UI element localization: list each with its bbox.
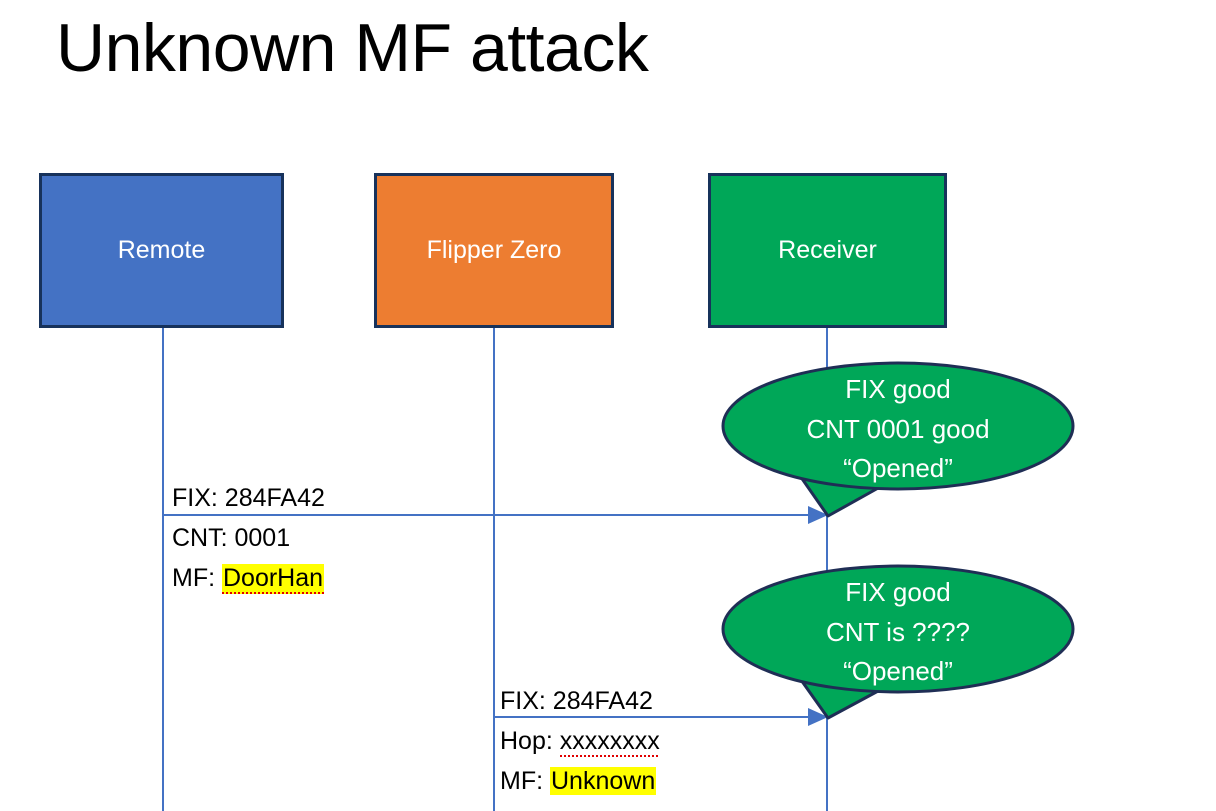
callout-line: “Opened” (843, 656, 953, 687)
callout-body-first (721, 361, 1075, 491)
arrowhead-remote-to-receiver (808, 506, 828, 524)
message-value: 0001 (234, 524, 291, 552)
message-label: Hop: (500, 727, 560, 755)
actor-box-flipper[interactable]: Flipper Zero (374, 173, 614, 328)
actor-label-flipper: Flipper Zero (426, 236, 562, 264)
message-value: 284FA42 (224, 484, 325, 512)
callout-line: “Opened” (843, 453, 953, 484)
callout-text-first: FIX good CNT 0001 good “Opened” (723, 370, 1073, 489)
callout-bubble-second (721, 564, 1075, 720)
message-value: 284FA42 (552, 687, 653, 715)
message-label: MF: (172, 564, 222, 592)
message-label: MF: (500, 767, 550, 795)
message-line: MF: DoorHan (172, 558, 325, 598)
message-value-spellchecked: xxxxxxxx (559, 727, 660, 757)
callout-body-second (721, 564, 1075, 694)
message-line: Hop: xxxxxxxx (500, 721, 660, 761)
message-line: FIX: 284FA42 (500, 681, 660, 721)
message-label: FIX: (172, 484, 225, 512)
callout-bubble-first (721, 361, 1075, 518)
message-line: FIX: 284FA42 (172, 478, 325, 518)
actor-label-remote: Remote (117, 236, 206, 264)
actor-label-receiver: Receiver (778, 236, 877, 264)
callout-line: FIX good (845, 577, 951, 607)
arrowhead-flipper-to-receiver (808, 708, 828, 726)
message-line: MF: Unknown (500, 761, 660, 801)
callout-line: CNT 0001 good (806, 413, 990, 444)
page-title: Unknown MF attack (56, 10, 649, 86)
callout-line: FIX good (845, 374, 951, 404)
actor-box-receiver[interactable]: Receiver (708, 173, 947, 328)
callout-text-second: FIX good CNT is ???? “Opened” (723, 573, 1073, 692)
callout-line: CNT is ???? (825, 616, 971, 647)
message-label: CNT: (172, 524, 235, 552)
message-label: FIX: (500, 687, 553, 715)
message-labels-flipper-to-receiver: FIX: 284FA42 Hop: xxxxxxxx MF: Unknown (500, 681, 660, 801)
message-labels-remote-to-receiver: FIX: 284FA42 CNT: 0001 MF: DoorHan (172, 478, 325, 598)
message-value-highlighted: DoorHan (222, 564, 325, 594)
message-value-highlighted: Unknown (550, 767, 657, 795)
message-line: CNT: 0001 (172, 518, 325, 558)
actor-box-remote[interactable]: Remote (39, 173, 284, 328)
